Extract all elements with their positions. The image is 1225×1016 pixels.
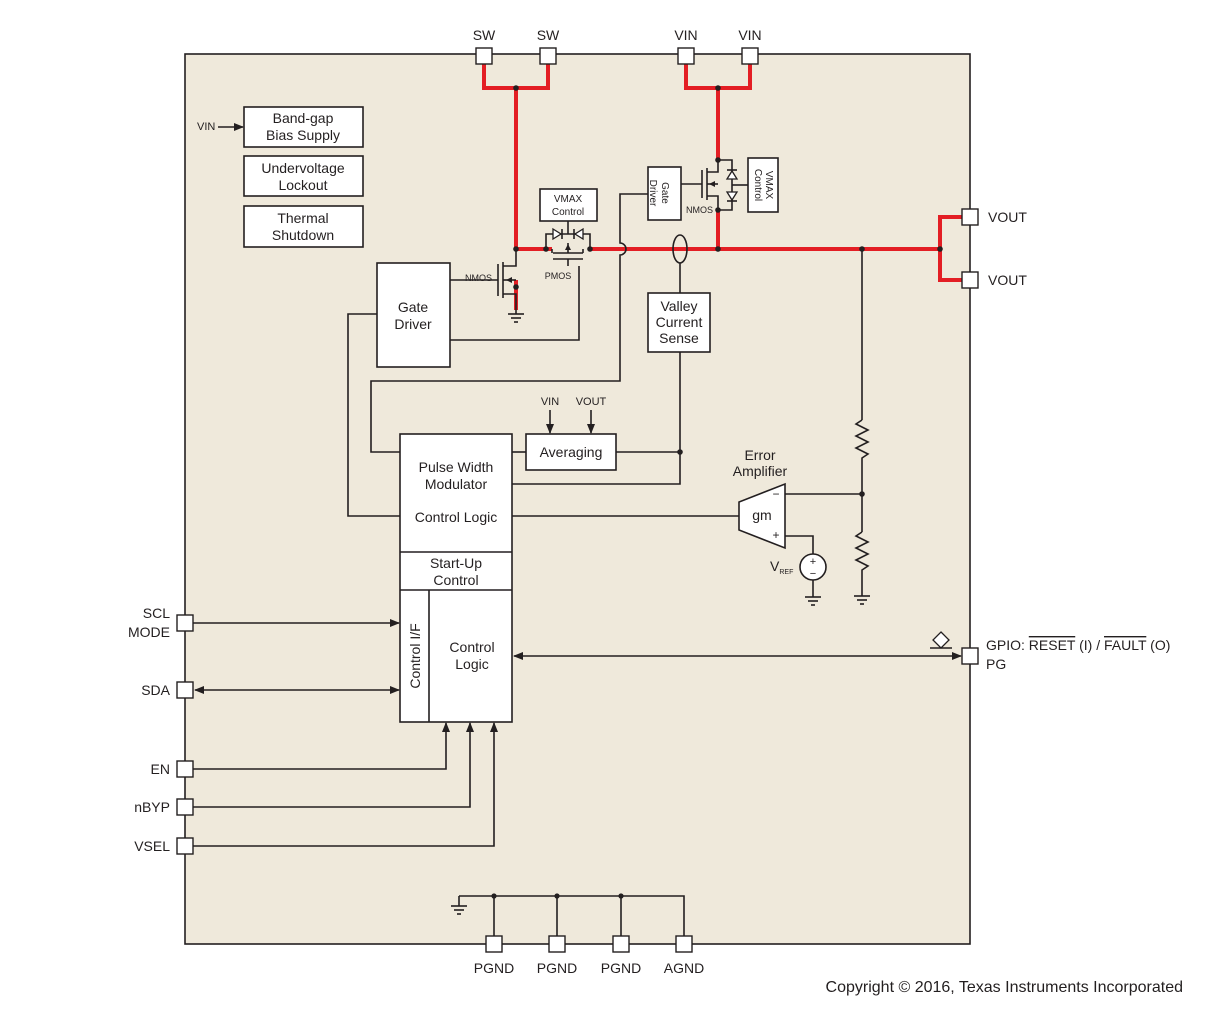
svg-text:Modulator: Modulator	[425, 476, 488, 492]
svg-text:Gate: Gate	[659, 182, 670, 204]
pin-label: VOUT	[988, 272, 1027, 288]
pin-sw-1: SW	[473, 27, 496, 65]
pin-label: nBYP	[134, 799, 170, 815]
svg-text:Control: Control	[552, 207, 584, 218]
svg-text:−: −	[772, 487, 779, 501]
svg-text:gm: gm	[752, 507, 771, 523]
vref-label: VREF	[770, 558, 793, 576]
svg-text:Sense: Sense	[659, 330, 699, 346]
pin-vout-2: VOUT	[961, 271, 1027, 289]
svg-text:Pulse Width: Pulse Width	[419, 459, 494, 475]
pwm-control-block: Pulse Width Modulator Control Logic Star…	[399, 433, 513, 723]
svg-text:−: −	[810, 568, 816, 580]
svg-text:Valley: Valley	[660, 298, 697, 314]
pin-label: PGND	[474, 960, 514, 976]
uvlo-block: Undervoltage Lockout	[243, 155, 364, 197]
high-side-nmos: NMOS	[681, 157, 748, 215]
pin-pgnd-1: PGND	[474, 935, 514, 976]
svg-text:Band-gap: Band-gap	[273, 110, 334, 126]
svg-text:Control: Control	[752, 169, 763, 201]
copyright-text: Copyright © 2016, Texas Instruments Inco…	[826, 979, 1183, 996]
pin-label: VIN	[674, 27, 697, 43]
pin-label: VOUT	[988, 209, 1027, 225]
svg-text:Lockout: Lockout	[278, 177, 327, 193]
vref-source: + −	[799, 553, 827, 606]
svg-text:Control: Control	[449, 639, 494, 655]
pin-label: VIN	[738, 27, 761, 43]
svg-text:Gate: Gate	[398, 299, 429, 315]
pin-scl-mode: SCL MODE	[128, 605, 194, 640]
avg-vout-label: VOUT	[576, 396, 607, 408]
nmos-low-label: NMOS	[465, 273, 492, 283]
svg-text:Driver: Driver	[647, 180, 658, 207]
svg-text:Control I/F: Control I/F	[407, 623, 423, 688]
svg-text:Undervoltage: Undervoltage	[261, 160, 344, 176]
svg-text:Averaging: Averaging	[540, 444, 603, 460]
pg-label: PG	[986, 656, 1006, 672]
svg-text:VMAX: VMAX	[763, 171, 774, 200]
pin-en: EN	[151, 760, 194, 778]
svg-text:Current: Current	[656, 314, 703, 330]
pmos-label: PMOS	[545, 271, 572, 281]
error-amplifier: gm − +	[738, 482, 786, 550]
pin-gpio-pg: GPIO: RESET (I) / FAULT (O) PG	[961, 637, 1170, 672]
svg-text:VMAX: VMAX	[554, 194, 583, 205]
pin-vin-1: VIN	[674, 27, 698, 65]
averaging-block: Averaging	[525, 433, 617, 471]
pin-label: SDA	[141, 682, 170, 698]
svg-text:Logic: Logic	[455, 656, 488, 672]
pin-vin-2: VIN	[738, 27, 762, 65]
svg-text:Thermal: Thermal	[277, 210, 328, 226]
pin-label: EN	[151, 761, 170, 777]
pin-label: MODE	[128, 624, 170, 640]
pin-label: SW	[537, 27, 560, 43]
ground-symbol	[451, 896, 467, 915]
pin-sw-2: SW	[537, 27, 560, 65]
svg-text:Control: Control	[433, 572, 478, 588]
gpio-label: GPIO: RESET (I) / FAULT (O)	[986, 637, 1170, 653]
svg-text:Shutdown: Shutdown	[272, 227, 334, 243]
pin-label: AGND	[664, 960, 704, 976]
vmax-control-2: VMAX Control	[747, 157, 779, 213]
pin-sda: SDA	[141, 681, 194, 699]
ground-symbol	[508, 310, 524, 323]
svg-text:+: +	[772, 528, 779, 542]
low-side-nmos: NMOS	[450, 249, 517, 310]
vmax-control-1: VMAX Control	[539, 188, 598, 222]
gate-driver-small: Gate Driver	[647, 166, 682, 221]
feedback-divider	[854, 246, 870, 605]
pin-nbyp: nBYP	[134, 798, 194, 816]
pin-label: SW	[473, 27, 496, 43]
pin-agnd: AGND	[664, 935, 704, 976]
gate-driver-block: Gate Driver	[376, 262, 451, 368]
svg-text:Start-Up: Start-Up	[430, 555, 482, 571]
svg-text:Control Logic: Control Logic	[415, 509, 498, 525]
svg-text:Driver: Driver	[394, 316, 432, 332]
pin-label: VSEL	[134, 838, 170, 854]
pin-label: PGND	[537, 960, 577, 976]
pin-label: PGND	[601, 960, 641, 976]
error-amp-label-2: Amplifier	[733, 463, 788, 479]
pin-vsel: VSEL	[134, 837, 194, 855]
bandgap-block: Band-gap Bias Supply	[243, 106, 364, 148]
pmos-switch: PMOS	[543, 221, 593, 281]
thermal-shutdown-block: Thermal Shutdown	[243, 205, 364, 248]
error-amp-label-1: Error	[744, 447, 775, 463]
svg-text:Bias Supply: Bias Supply	[266, 127, 340, 143]
pin-label: SCL	[143, 605, 170, 621]
nmos-high-label: NMOS	[686, 205, 713, 215]
valley-current-sense-block: Valley Current Sense	[647, 292, 711, 353]
bias-vin-label: VIN	[197, 121, 215, 133]
avg-vin-label: VIN	[541, 396, 559, 408]
pin-vout-1: VOUT	[961, 208, 1027, 226]
svg-text:+: +	[810, 556, 816, 568]
